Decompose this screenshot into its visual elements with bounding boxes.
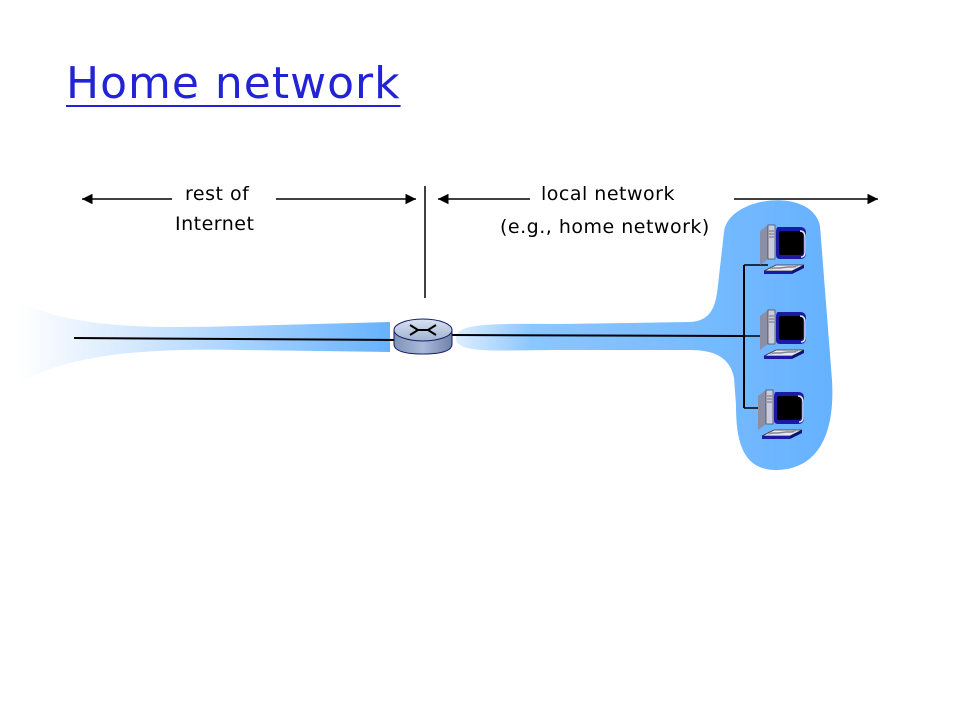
internet-backbone-line [73,337,399,341]
local-network-label-line1: local network [541,183,675,205]
internet-link-blob [18,300,390,384]
local-backbone-line [451,334,745,337]
page-title: Home network [66,58,401,109]
rest-of-internet-label-line2: Internet [175,213,255,235]
router-icon [393,318,453,355]
local-network-label-line2: (e.g., home network) [500,216,710,238]
rest-of-internet-label-line1: rest of [185,183,250,205]
